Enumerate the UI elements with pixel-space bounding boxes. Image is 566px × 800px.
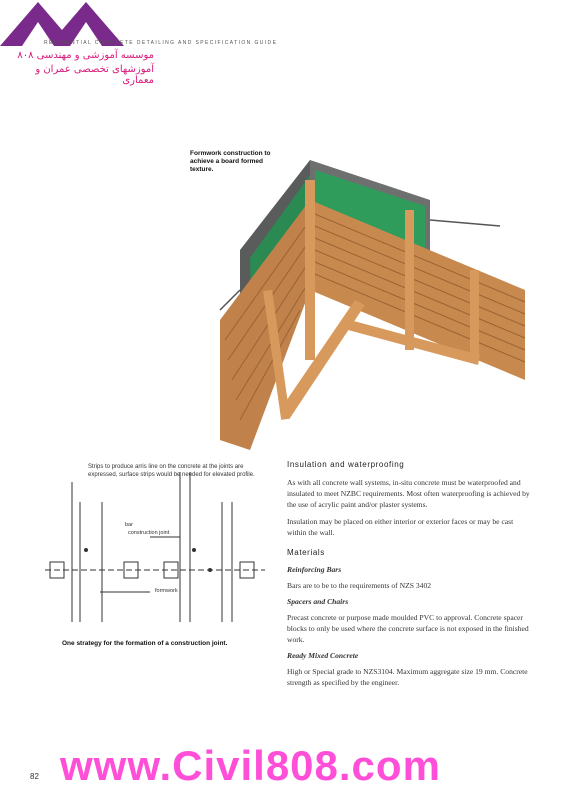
formwork-illustration [219, 160, 526, 450]
institute-name-persian: موسسه آموزشی و مهندسی ۸۰۸ [17, 50, 154, 61]
reinforcing-heading: Reinforcing Bars [287, 565, 342, 574]
running-title: RESIDENTIAL CONCRETE DETAILING AND SPECI… [44, 40, 278, 46]
body-text-column: Insulation and waterproofing As with all… [287, 460, 532, 694]
joint-caption: One strategy for the formation of a cons… [62, 640, 228, 647]
insulation-paragraph-1: As with all concrete wall systems, in-si… [287, 478, 530, 509]
website-watermark: www.Civil808.com [60, 742, 441, 789]
spacers-text: Precast concrete or purpose made moulded… [287, 613, 529, 644]
page-number: 82 [30, 772, 39, 781]
construction-joint-label: construction joint [128, 530, 170, 536]
reinforcing-text: Bars are to be to the requirements of NZ… [287, 581, 432, 590]
institute-tagline-persian: آموزشهای تخصصی عمران و معماری [35, 64, 154, 86]
formwork-caption: Formwork construction to achieve a board… [190, 150, 271, 173]
formwork-label: formwork [155, 588, 178, 594]
readymix-heading: Ready Mixed Concrete [287, 651, 359, 660]
spacers-heading: Spacers and Chairs [287, 597, 349, 606]
construction-joint-diagram [45, 472, 265, 622]
insulation-heading: Insulation and waterproofing [287, 460, 405, 469]
readymix-text: High or Special grade to NZS3104. Maximu… [287, 667, 528, 687]
insulation-paragraph-2: Insulation may be placed on either inter… [287, 517, 514, 537]
joint-note: Strips to produce arris line on the conc… [88, 464, 255, 478]
materials-heading: Materials [287, 548, 325, 557]
bar-label: bar [125, 522, 133, 528]
institute-logo [0, 2, 124, 46]
